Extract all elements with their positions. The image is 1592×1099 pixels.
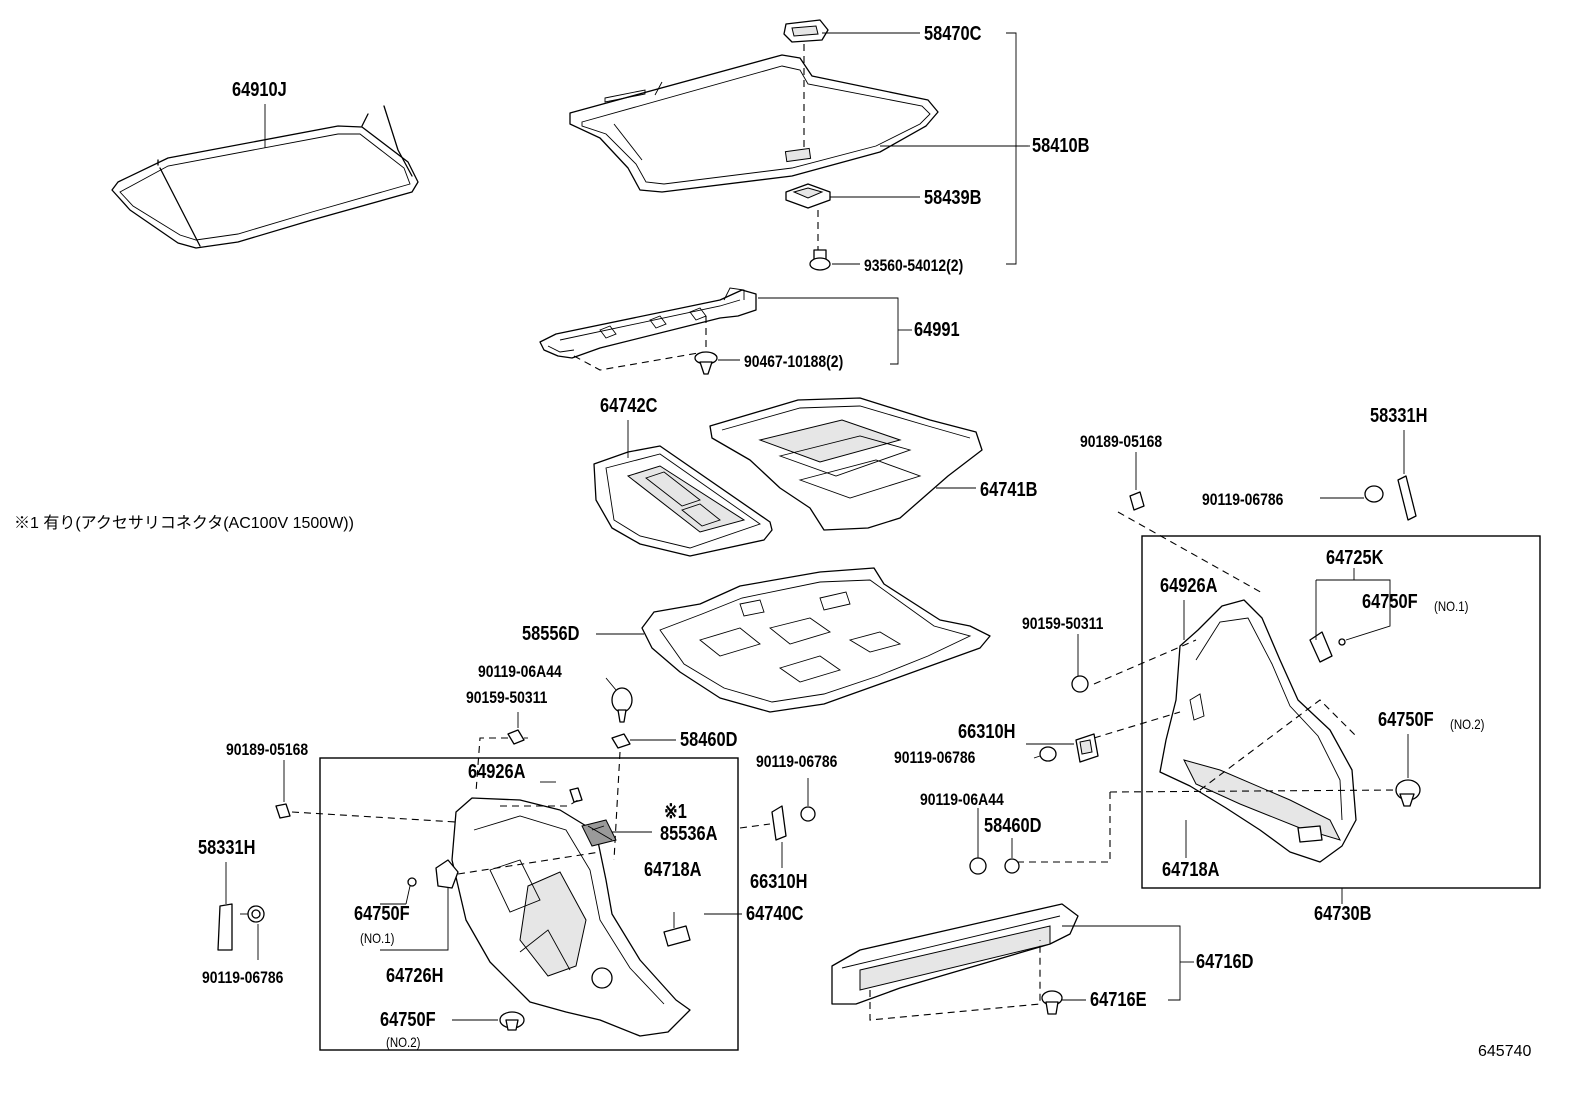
label-90159-50311-left[interactable]: 90159-50311 — [466, 688, 548, 707]
label-64750F-no1-right[interactable]: 64750F — [1362, 591, 1418, 613]
label-64726H[interactable]: 64726H — [386, 965, 444, 987]
label-90159-50311-right[interactable]: 90159-50311 — [1022, 614, 1104, 633]
label-64730B[interactable]: 64730B — [1314, 903, 1372, 925]
tray-64742C — [593, 420, 773, 557]
pad-58331H-right — [1320, 430, 1417, 521]
label-90467-10188[interactable]: 90467-10188(2) — [744, 352, 844, 371]
label-64926A-left[interactable]: 64926A — [468, 761, 526, 783]
screw-93560 — [809, 249, 860, 271]
label-90119-06786-right[interactable]: 90119-06786 — [894, 748, 976, 767]
label-64910J[interactable]: 64910J — [232, 79, 287, 101]
floor-58556D — [596, 567, 991, 713]
label-58460D-left[interactable]: 58460D — [680, 729, 738, 751]
label-90119-06A44-left[interactable]: 90119-06A44 — [478, 662, 562, 681]
cover-66310H-left — [739, 778, 816, 868]
label-58556D[interactable]: 58556D — [522, 623, 580, 645]
bolt-90159-right — [1071, 634, 1089, 693]
label-90119-06A44-right[interactable]: 90119-06A44 — [920, 790, 1004, 809]
label-66310H-right[interactable]: 66310H — [958, 721, 1016, 743]
label-64718A-right[interactable]: 64718A — [1162, 859, 1220, 881]
sill-plate-64716D — [831, 903, 1194, 1021]
fasteners-center — [475, 677, 676, 861]
label-58331H-right[interactable]: 58331H — [1370, 405, 1428, 427]
bracket-64726H — [380, 851, 601, 951]
label-64926A-right[interactable]: 64926A — [1160, 575, 1218, 597]
label-58470C[interactable]: 58470C — [924, 23, 982, 45]
label-64750F-no2-right[interactable]: 64750F — [1378, 709, 1434, 731]
label-64750F-no2-right-sub: (NO.2) — [1450, 716, 1485, 732]
clip-64750F-no2-right — [1395, 734, 1421, 807]
cap-58439B — [785, 183, 920, 250]
label-64725K[interactable]: 64725K — [1326, 547, 1384, 569]
label-90119-06786-left[interactable]: 90119-06786 — [202, 968, 284, 987]
label-58410B[interactable]: 58410B — [1032, 135, 1090, 157]
clip-90189-right — [1129, 491, 1145, 511]
pad-58331H-left — [217, 862, 265, 960]
accessory-connector-note: ※1 有り(アクセサリコネクタ(AC100V 1500W)) — [14, 515, 354, 532]
clip-64750F-no2-left — [452, 1011, 525, 1031]
label-90119-06786-right-top[interactable]: 90119-06786 — [1202, 490, 1284, 509]
label-66310H-left[interactable]: 66310H — [750, 871, 808, 893]
label-64742C[interactable]: 64742C — [600, 395, 658, 417]
trim-64740C — [451, 787, 691, 1037]
cap-58470C — [783, 19, 920, 150]
box-64741B — [709, 397, 983, 531]
label-64741B[interactable]: 64741B — [980, 479, 1038, 501]
label-58331H-left[interactable]: 58331H — [198, 837, 256, 859]
label-64740C[interactable]: 64740C — [746, 903, 804, 925]
trim-64730B — [1159, 599, 1357, 863]
label-85536A[interactable]: 85536A — [660, 823, 718, 845]
label-64716E[interactable]: 64716E — [1090, 989, 1147, 1011]
label-64716D[interactable]: 64716D — [1196, 951, 1254, 973]
label-90189-05168-right[interactable]: 90189-05168 — [1080, 432, 1163, 451]
clip-90467 — [694, 351, 740, 375]
rail-64991 — [539, 287, 912, 371]
box-64730B — [1141, 535, 1541, 889]
label-93560-54012[interactable]: 93560-54012(2) — [864, 256, 964, 275]
clip-90189-left — [275, 803, 291, 819]
cover-66310H-right — [1026, 733, 1099, 763]
label-58460D-right[interactable]: 58460D — [984, 815, 1042, 837]
label-90119-06786-center[interactable]: 90119-06786 — [756, 752, 838, 771]
label-64750F-no2-left-sub: (NO.2) — [386, 1034, 421, 1050]
cargo-cover-64910J — [111, 104, 419, 249]
label-64750F-no1-left-sub: (NO.1) — [360, 930, 395, 946]
fasteners-lower-right — [969, 808, 1020, 875]
label-64750F-no1-right-sub: (NO.1) — [1434, 598, 1469, 614]
diagram-id: 645740 — [1478, 1043, 1532, 1060]
deck-board-58410B — [569, 54, 1028, 193]
box-64740C — [319, 757, 739, 1051]
label-64750F-no1-left[interactable]: 64750F — [354, 903, 410, 925]
mark-85536A: ※1 — [664, 801, 687, 823]
label-90189-05168-left[interactable]: 90189-05168 — [226, 740, 309, 759]
label-64750F-no2-left[interactable]: 64750F — [380, 1009, 436, 1031]
clip-64716E — [1041, 990, 1086, 1015]
label-64991[interactable]: 64991 — [914, 319, 960, 341]
label-58439B[interactable]: 58439B — [924, 187, 982, 209]
label-64718A-left[interactable]: 64718A — [644, 859, 702, 881]
